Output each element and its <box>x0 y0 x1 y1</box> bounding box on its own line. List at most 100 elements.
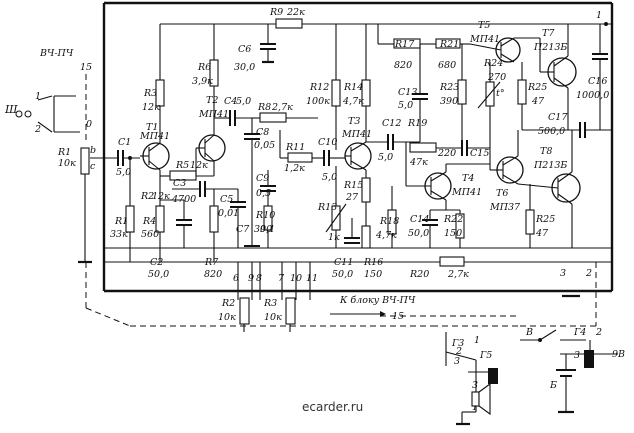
resistor-r21: R21 680 <box>435 38 470 71</box>
resistor-r6: R6 3,9к <box>192 24 219 100</box>
r1-input-label: R1 <box>57 147 71 158</box>
r6-label: R6 <box>197 62 211 73</box>
c2-value: 50,0 <box>148 269 169 280</box>
resistor-r19: R19 47к <box>405 118 437 168</box>
c9-value: 0,5 <box>256 188 271 199</box>
r24-temp: t° <box>496 88 505 99</box>
pin-9-label: 9 <box>248 273 254 284</box>
transistor-t3: T3 МП41 <box>341 116 372 171</box>
r10-label: R10 <box>255 210 275 221</box>
c16-label: C16 <box>588 76 607 87</box>
c8-label: C8 <box>256 127 269 138</box>
r3-label: R3 <box>143 88 157 99</box>
r1-label: R1 <box>114 216 128 227</box>
r16-label: R16 <box>363 257 383 268</box>
speaker-switch: Г3 Г5 1 2 3 3 1 <box>445 332 498 426</box>
r19-label: R19 <box>407 118 427 129</box>
c13-label: C13 <box>398 87 417 98</box>
t3-label: T3 <box>348 116 360 127</box>
r1-input-value: 10к <box>58 158 76 169</box>
transistor-t8: T8 П213Б <box>517 130 581 248</box>
r23-value: 390 <box>440 96 458 107</box>
bottom-terminal-2: 2 <box>585 268 592 279</box>
capacitor-c10: C10 5,0 <box>318 137 345 183</box>
resistor-r5: R5 12к <box>160 160 214 181</box>
r3b-value: 10к <box>264 312 282 323</box>
c2-label: C2 <box>150 257 163 268</box>
c6-label: C6 <box>238 44 251 55</box>
r17-label: R17 <box>394 39 415 50</box>
resistor-r8: R8 2,7к <box>252 102 318 123</box>
switch-b-label: В <box>525 327 533 338</box>
c10-value: 5,0 <box>322 172 337 183</box>
r24-label: R24 <box>483 58 503 69</box>
jack-pin-1: 1 <box>35 91 41 102</box>
supply-rails <box>104 23 612 263</box>
terminal-c-label: c <box>90 161 96 172</box>
r7-label: R7 <box>204 257 219 268</box>
terminal-15-label: 15 <box>80 62 92 73</box>
to-vch-pch-label: К блоку ВЧ-ПЧ <box>339 295 416 306</box>
resistor-r16: R16 150 <box>361 202 383 280</box>
battery-label: Б <box>549 380 557 391</box>
r18-value: 4,7к <box>375 230 397 241</box>
jack-pin-2: 2 <box>34 124 41 135</box>
power-switch: В Г4 2 3 9В <box>520 327 625 368</box>
switch-pin-1: 1 <box>474 335 480 346</box>
r25b-value: 47 <box>535 228 549 239</box>
r4-label: R4 <box>142 216 156 227</box>
resistor-r1: R1 33к <box>110 158 135 262</box>
capacitor-c3: C3 4700 <box>171 178 238 205</box>
resistor-r9: R9 22к <box>269 7 305 29</box>
c11-value: 50,0 <box>332 269 353 280</box>
c5-value: 0,01 <box>218 208 239 219</box>
capacitor-c15: C15 220 <box>436 140 490 159</box>
r7-value: 820 <box>204 269 222 280</box>
resistor-r18: R18 4,7к <box>375 186 399 248</box>
g4-label: Г4 <box>573 327 586 338</box>
transistor-t5: T5 МП41 <box>469 20 521 63</box>
external-wiring: К блоку ВЧ-ПЧ 15 <box>85 262 597 327</box>
r14-label: R14 <box>343 82 363 93</box>
r17-value: 820 <box>394 60 412 71</box>
t1-label: T1 <box>146 122 158 133</box>
c14-value: 50,0 <box>408 228 429 239</box>
r11-label: R11 <box>285 142 305 153</box>
g4-pin-2: 2 <box>595 327 602 338</box>
r4-value: 560 <box>141 229 159 240</box>
r1-value: 33к <box>110 229 128 240</box>
transistor-t6: T6 МП37 <box>489 130 524 213</box>
board-outline <box>102 1 614 293</box>
r22-label: R22 <box>443 214 463 225</box>
resistor-r13: R13 1к <box>317 166 347 248</box>
t5-label: T5 <box>478 20 490 31</box>
thermistor-r24: R24 270 t° <box>477 58 506 148</box>
r20-value: 2,7к <box>447 269 469 280</box>
resistor-r14: R14 4,7к <box>342 24 371 142</box>
input-section: ВЧ-ПЧ 15 1 2 Ш 0 b c R1 10к <box>4 48 96 264</box>
t7-label: T7 <box>542 28 555 39</box>
r10-value: 390 <box>254 224 272 235</box>
r13-label: R13 <box>317 202 337 213</box>
c17-label: C17 <box>548 112 568 123</box>
r13-value: 1к <box>328 232 340 243</box>
switch-pin-3: 3 <box>454 356 460 367</box>
resistor-r22: R22 150 <box>443 210 465 248</box>
t7-type: П213Б <box>533 42 567 53</box>
c15-value: 220 <box>437 148 456 159</box>
watermark: ecarder.ru <box>302 400 364 414</box>
resistor-r7: R7 820 <box>204 189 222 280</box>
capacitor-c5: C5 0,01 <box>218 189 246 248</box>
c15-label: C15 <box>470 148 489 159</box>
r8-value: 2,7к <box>271 102 293 113</box>
capacitor-c16: C16 1000,0 <box>576 24 609 130</box>
capacitor-c7: C7 0,1 <box>236 170 275 247</box>
c3-label: C3 <box>173 178 186 189</box>
c1-value: 5,0 <box>116 167 131 178</box>
c14-label: C14 <box>410 214 429 225</box>
speaker-pin-1: 1 <box>472 402 478 413</box>
t1-type: МП41 <box>139 131 170 142</box>
vch-pch-top-label: ВЧ-ПЧ <box>39 48 74 59</box>
c7-value: 0,1 <box>260 224 275 235</box>
